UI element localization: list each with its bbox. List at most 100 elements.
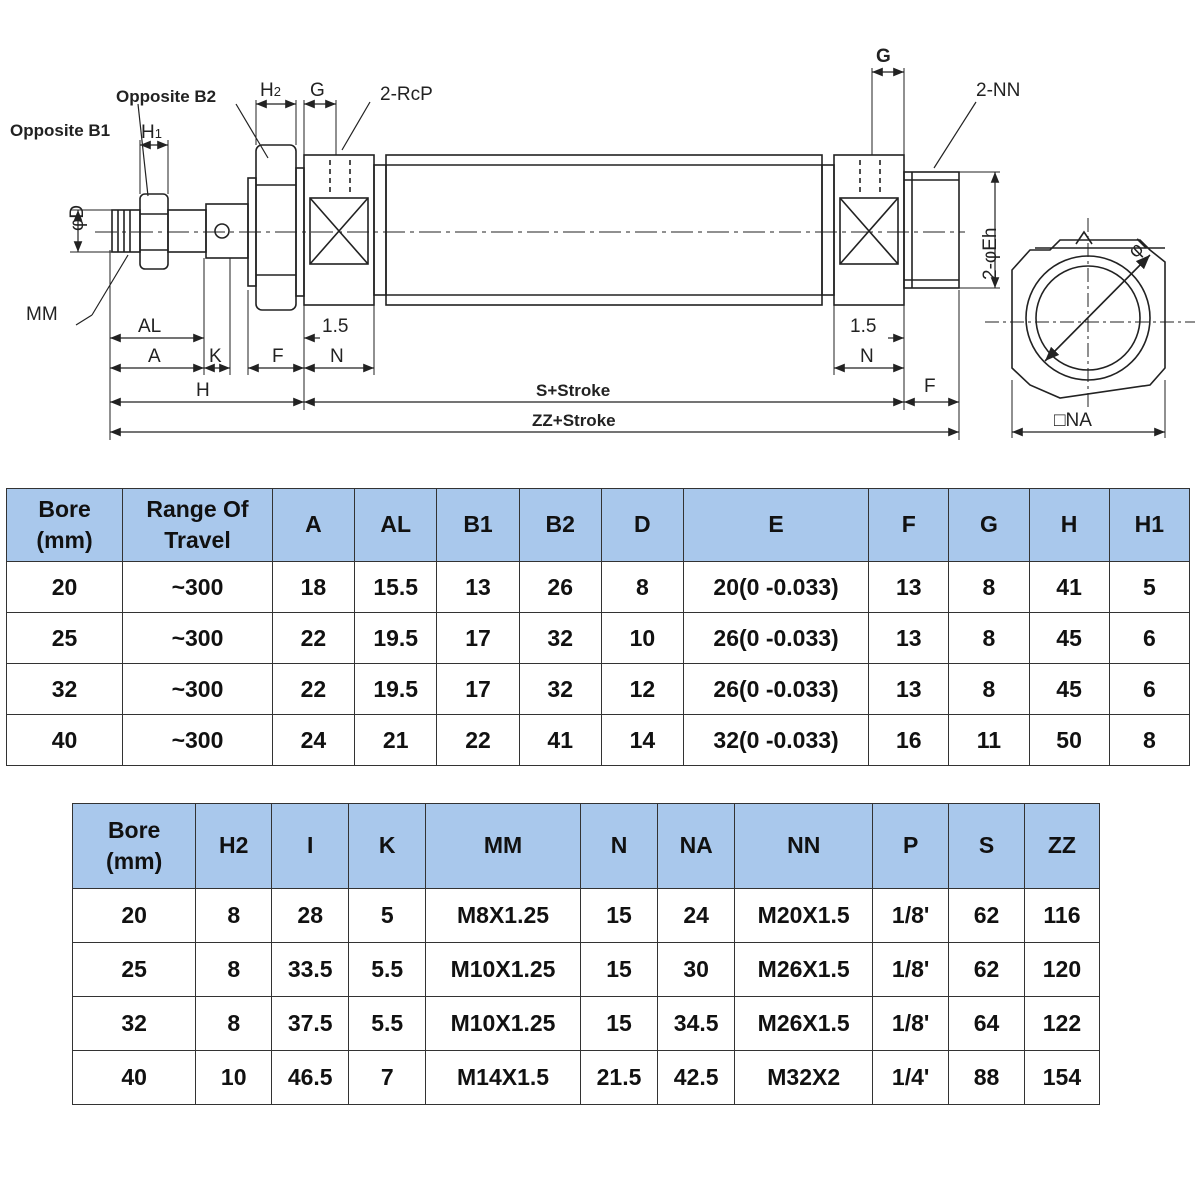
table-cell: ~300 bbox=[122, 612, 273, 664]
table-cell: 12 bbox=[600, 663, 684, 715]
column-header: G bbox=[948, 488, 1030, 562]
table-cell: 41 bbox=[1028, 561, 1110, 613]
table-cell: 13 bbox=[868, 561, 950, 613]
label-mm: MM bbox=[26, 304, 58, 325]
table-cell: M26X1.5 bbox=[734, 996, 874, 1051]
table-cell: 46.5 bbox=[271, 1050, 350, 1105]
label-opposite-b2: Opposite B2 bbox=[116, 87, 216, 106]
column-header: B1 bbox=[436, 488, 520, 562]
table-cell: 5.5 bbox=[348, 942, 427, 997]
column-header: H1 bbox=[1108, 488, 1191, 562]
table-cell: 122 bbox=[1023, 996, 1101, 1051]
table-cell: 120 bbox=[1023, 942, 1101, 997]
label-rcp: 2-RcP bbox=[380, 84, 433, 105]
table-cell: 32 bbox=[71, 996, 197, 1051]
column-header: H2 bbox=[195, 803, 273, 889]
table-cell: 24 bbox=[271, 714, 356, 766]
table-cell: 20 bbox=[5, 561, 124, 613]
cylinder-barrel bbox=[385, 154, 823, 306]
label-nn: 2-NN bbox=[976, 80, 1020, 101]
column-header: B2 bbox=[518, 488, 602, 562]
table-cell: 14 bbox=[600, 714, 684, 766]
table-cell: 20(0 -0.033) bbox=[682, 561, 870, 613]
table-cell: 26(0 -0.033) bbox=[682, 663, 870, 715]
table-cell: 10 bbox=[195, 1050, 273, 1105]
table-cell: 15 bbox=[579, 888, 659, 943]
table-cell: 18 bbox=[271, 561, 356, 613]
table-cell: 17 bbox=[436, 612, 520, 664]
table-cell: M10X1.25 bbox=[425, 996, 581, 1051]
column-header: Bore(mm) bbox=[71, 803, 197, 889]
table-cell: 11 bbox=[948, 714, 1030, 766]
table-cell: 17 bbox=[436, 663, 520, 715]
table-cell: 8 bbox=[1108, 714, 1191, 766]
column-header: P bbox=[872, 803, 950, 889]
column-header: D bbox=[600, 488, 684, 562]
table-cell: 13 bbox=[436, 561, 520, 613]
table-cell: 42.5 bbox=[657, 1050, 736, 1105]
table-cell: 6 bbox=[1108, 612, 1191, 664]
table-cell: 10 bbox=[600, 612, 684, 664]
label-k: K bbox=[209, 346, 222, 367]
table-cell: 13 bbox=[868, 612, 950, 664]
table-cell: ~300 bbox=[122, 561, 273, 613]
table-cell: 15 bbox=[579, 996, 659, 1051]
table-cell: 28 bbox=[271, 888, 350, 943]
column-header: I bbox=[271, 803, 350, 889]
label-h2: H2 bbox=[260, 80, 281, 101]
table-cell: 19.5 bbox=[353, 663, 438, 715]
table-cell: 21 bbox=[353, 714, 438, 766]
label-n-left: N bbox=[330, 346, 344, 367]
table-cell: M14X1.5 bbox=[425, 1050, 581, 1105]
table-cell: M20X1.5 bbox=[734, 888, 874, 943]
table-cell: 50 bbox=[1028, 714, 1110, 766]
label-h: H bbox=[196, 380, 210, 401]
table-cell: 5 bbox=[348, 888, 427, 943]
label-a: A bbox=[148, 346, 161, 367]
rod-thread bbox=[111, 209, 141, 253]
label-al: AL bbox=[138, 316, 161, 337]
label-phi-eh: 2-φEh bbox=[980, 228, 1001, 280]
label-n-right: N bbox=[860, 346, 874, 367]
column-header: MM bbox=[425, 803, 581, 889]
table-cell: 22 bbox=[271, 663, 356, 715]
table-cell: 40 bbox=[71, 1050, 197, 1105]
label-g-left: G bbox=[310, 80, 325, 101]
table-cell: 32 bbox=[5, 663, 124, 715]
table-cell: 154 bbox=[1023, 1050, 1101, 1105]
table-cell: 32 bbox=[518, 663, 602, 715]
table-cell: M32X2 bbox=[734, 1050, 874, 1105]
head-nut-b2 bbox=[255, 144, 297, 311]
cylinder-dimension-drawing: Opposite B2 Opposite B1 H1 H2 G 2-RcP G … bbox=[10, 46, 1195, 440]
column-header: F bbox=[868, 488, 950, 562]
table-cell: 41 bbox=[518, 714, 602, 766]
label-f-left: F bbox=[272, 346, 284, 367]
table-cell: 25 bbox=[71, 942, 197, 997]
table-cell: 62 bbox=[948, 888, 1025, 943]
table-cell: 8 bbox=[195, 942, 273, 997]
column-header: AL bbox=[353, 488, 438, 562]
table-cell: M26X1.5 bbox=[734, 942, 874, 997]
table-cell: 62 bbox=[948, 942, 1025, 997]
table-cell: 64 bbox=[948, 996, 1025, 1051]
table-cell: 32 bbox=[518, 612, 602, 664]
label-1-5-right: 1.5 bbox=[850, 316, 876, 337]
label-s-stroke: S+Stroke bbox=[536, 381, 610, 400]
table-cell: 8 bbox=[948, 612, 1030, 664]
label-g-right: G bbox=[876, 46, 891, 67]
table-cell: 1/8' bbox=[872, 942, 950, 997]
label-h1: H1 bbox=[141, 122, 162, 143]
table-cell: 19.5 bbox=[353, 612, 438, 664]
table-cell: 32(0 -0.033) bbox=[682, 714, 870, 766]
table-cell: M8X1.25 bbox=[425, 888, 581, 943]
